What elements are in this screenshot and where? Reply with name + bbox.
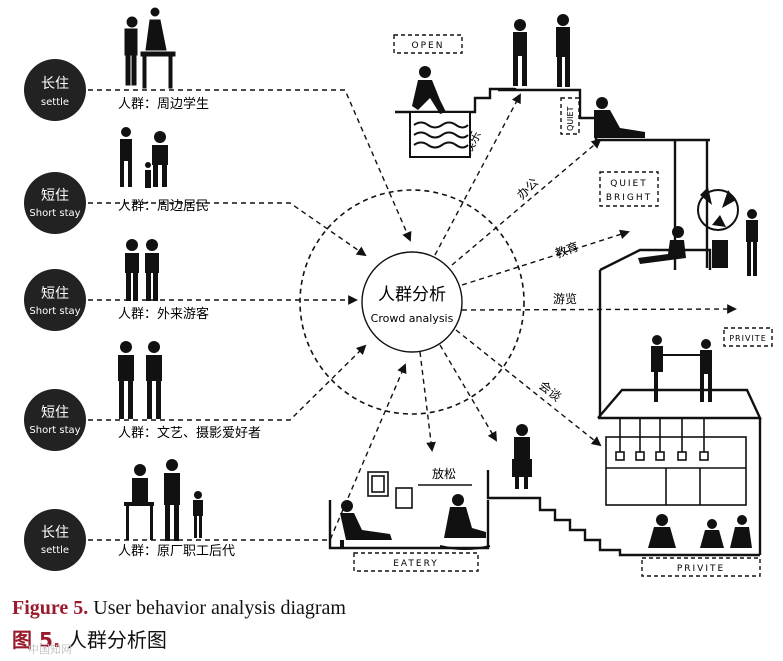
photographer-icon: [512, 424, 532, 489]
group-residents: 短住 Short stay 人群：周边居民: [24, 127, 209, 234]
connector-factory: [88, 363, 407, 541]
badge-zh: 长住: [41, 76, 69, 92]
arrow-down-2: [439, 344, 497, 442]
caption-zh-label: 图 5.: [12, 628, 61, 652]
group-label: 人群：周边学生: [118, 96, 209, 112]
upper-steps: [395, 87, 517, 114]
connector-artists: [88, 344, 367, 421]
group-label: 人群：原厂职工后代: [118, 544, 235, 559]
rocking-chair-person-icon: [439, 494, 491, 550]
connector-students: [88, 89, 412, 242]
figure-caption-zh: 图 5. 人群分析图: [12, 624, 167, 653]
arrow-down-1: [419, 351, 436, 452]
pool-icon: [409, 111, 471, 158]
tag-eatery-box: [353, 552, 479, 572]
figure-tourists-icon: [125, 239, 159, 301]
tag-open: OPEN: [412, 41, 445, 51]
plant-icon: [697, 187, 739, 268]
caption-en-text: User behavior analysis diagram: [88, 597, 346, 619]
tag-privite-bottom: PRIVITE: [677, 564, 725, 574]
window-grid: [605, 418, 747, 506]
activity-sightseeing: 游览: [553, 291, 577, 306]
roof-lower: [597, 388, 762, 420]
group-factory-descendants: 长住 settle 人群：原厂职工后代: [24, 459, 235, 571]
center-title: 人群分析: [378, 285, 446, 305]
group-artists: 短住 Short stay 人群：文艺、摄影爱好者: [24, 341, 261, 451]
activity-meeting: 会谈: [536, 378, 564, 404]
tag-quiet-bright-2: BRIGHT: [606, 193, 652, 203]
tag-eatery: EATERY: [393, 559, 439, 569]
eatery-floor: [328, 500, 490, 550]
center-subtitle: Crowd analysis: [371, 312, 454, 325]
badge-zh: 短住: [41, 405, 69, 421]
outer-dashed-ring: [299, 189, 525, 415]
tag-quiet-bright-1: QUIET: [610, 179, 648, 189]
tag-privite-right: PRIVITE: [729, 334, 767, 343]
center-circle: [361, 251, 463, 353]
badge-circle: [24, 389, 86, 451]
caption-zh-text: 人群分析图: [66, 628, 167, 652]
figure-artists-icon: [118, 341, 162, 419]
inbound-connectors: [88, 89, 412, 541]
badge-zh: 长住: [41, 525, 69, 541]
badge-en: Short stay: [29, 306, 80, 317]
group-students: 长住 settle 人群：周边学生: [24, 7, 209, 121]
caption-en-label: Figure 5.: [12, 597, 89, 619]
figure-caption-en: Figure 5. User behavior analysis diagram: [12, 597, 346, 620]
group-label: 人群：外来游客: [118, 306, 209, 322]
tag-quiet-bright-box: [599, 171, 659, 207]
badge-zh: 短住: [41, 286, 69, 302]
upper-terrace: [498, 88, 710, 142]
activity-relax: 放松: [432, 466, 456, 481]
space-tags: OPEN QUIET QUIET BRIGHT PRIVITE EATERY P…: [353, 34, 773, 577]
arrow-entertainment: [434, 93, 521, 256]
figure-students-icon: [124, 7, 176, 89]
tag-quiet-v: QUIET: [566, 106, 575, 131]
badge-zh: 短住: [41, 188, 69, 204]
watermark: 中国知网: [28, 643, 72, 656]
jumping-person-icon: [412, 66, 446, 114]
tag-open-box: [393, 34, 463, 54]
laptop-person-icon: [594, 97, 645, 138]
connector-residents: [88, 202, 367, 257]
group-label: 人群：周边居民: [118, 199, 209, 214]
basket-person-icon: [556, 14, 570, 87]
activity-office: 办公: [514, 175, 542, 203]
badge-circle: [24, 59, 86, 121]
badge-circle: [24, 509, 86, 571]
seated-man-icon: [340, 500, 392, 548]
group-tourists: 短住 Short stay 人群：外来游客: [24, 239, 209, 331]
badge-en: Short stay: [29, 208, 80, 219]
tag-privite-right-box: [723, 327, 773, 347]
lower-stairs: [486, 470, 760, 557]
badge-en: Short stay: [29, 425, 80, 436]
dancing-couple-icon: [651, 335, 712, 402]
standing-woman-icon: [746, 209, 758, 276]
badge-circle: [24, 172, 86, 234]
scene-figures: [340, 14, 758, 550]
arrow-sightseeing: [461, 304, 737, 314]
figure-residents-icon: [120, 127, 168, 188]
badge-en: settle: [41, 97, 69, 108]
tag-quiet-v-box: [560, 97, 580, 135]
arrow-education: [461, 229, 630, 286]
group-label: 人群：文艺、摄影爱好者: [118, 426, 261, 441]
figure-family-icon: [124, 459, 203, 541]
arrow-meeting: [455, 329, 602, 447]
badge-circle: [24, 269, 86, 331]
tag-privite-bottom-box: [641, 557, 761, 577]
reading-person-icon: [638, 226, 686, 264]
eatery-frames: [367, 471, 472, 509]
walking-person-icon: [513, 19, 527, 86]
seated-group-icon: [648, 514, 752, 548]
badge-en: settle: [41, 545, 69, 556]
outbound-arrows: [419, 93, 737, 452]
activity-education: 教育: [553, 239, 581, 261]
